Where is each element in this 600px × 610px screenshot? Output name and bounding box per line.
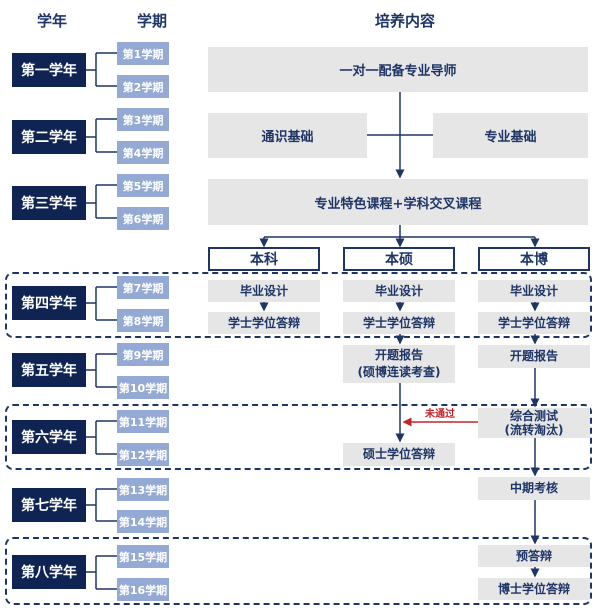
comprehensive-test-box: 综合测试 (流转淘汰) bbox=[478, 408, 590, 438]
bachelor-defense-box-2: 学士学位答辩 bbox=[343, 312, 455, 334]
midterm-box: 中期考核 bbox=[478, 477, 590, 500]
semester-11: 第11学期 bbox=[117, 410, 169, 433]
year8-group bbox=[5, 537, 592, 605]
track-bachelor-master: 本硕 bbox=[343, 247, 455, 271]
semester-5: 第5学期 bbox=[117, 174, 169, 197]
semester-7: 第7学期 bbox=[117, 276, 169, 299]
semester-16: 第16学期 bbox=[117, 578, 169, 601]
year6-group bbox=[5, 404, 592, 470]
comprehensive-note: (流转淘汰) bbox=[504, 423, 564, 437]
proposal-box-doctor: 开题报告 bbox=[478, 345, 590, 368]
header-content: 培养内容 bbox=[374, 11, 435, 30]
year-4: 第四学年 bbox=[12, 286, 86, 320]
major-basics-box: 专业基础 bbox=[433, 113, 588, 158]
bachelor-defense-box-1: 学士学位答辩 bbox=[208, 312, 320, 334]
year-3: 第三学年 bbox=[12, 186, 86, 220]
year-1: 第一学年 bbox=[12, 53, 86, 87]
mentor-box: 一对一配备专业导师 bbox=[208, 47, 588, 92]
semester-10: 第10学期 bbox=[117, 376, 169, 399]
master-defense-box: 硕士学位答辩 bbox=[343, 443, 455, 466]
thesis-box-doctor: 毕业设计 bbox=[478, 280, 590, 302]
semester-8: 第8学期 bbox=[117, 309, 169, 332]
year4-group bbox=[5, 272, 592, 338]
track-bachelor: 本科 bbox=[208, 247, 320, 271]
pre-defense-box: 预答辩 bbox=[478, 545, 590, 567]
semester-6: 第6学期 bbox=[117, 207, 169, 230]
proposal-label: 开题报告 bbox=[374, 348, 423, 362]
failed-label: 未通过 bbox=[425, 408, 455, 420]
year-8: 第八学年 bbox=[12, 555, 86, 589]
track-bachelor-doctor: 本博 bbox=[478, 247, 590, 271]
bachelor-defense-box-3: 学士学位答辩 bbox=[478, 312, 590, 334]
thesis-box-bachelor: 毕业设计 bbox=[208, 280, 320, 302]
thesis-box-master: 毕业设计 bbox=[343, 280, 455, 302]
comprehensive-label: 综合测试 bbox=[509, 409, 558, 423]
year-6: 第六学年 bbox=[12, 420, 86, 454]
semester-13: 第13学期 bbox=[117, 478, 169, 501]
proposal-note: (硕博连读考查) bbox=[357, 365, 441, 379]
semester-3: 第3学期 bbox=[117, 108, 169, 131]
year-5: 第五学年 bbox=[12, 353, 86, 387]
semester-1: 第1学期 bbox=[117, 42, 169, 65]
year-7: 第七学年 bbox=[12, 488, 86, 522]
year-2: 第二学年 bbox=[12, 120, 86, 154]
semester-15: 第15学期 bbox=[117, 545, 169, 568]
header-year: 学年 bbox=[36, 11, 67, 30]
courses-box: 专业特色课程+学科交叉课程 bbox=[208, 179, 588, 225]
doctor-defense-box: 博士学位答辩 bbox=[478, 578, 590, 600]
semester-14: 第14学期 bbox=[117, 510, 169, 533]
semester-9: 第9学期 bbox=[117, 343, 169, 366]
proposal-box-master: 开题报告 (硕博连读考查) bbox=[343, 345, 455, 383]
semester-12: 第12学期 bbox=[117, 443, 169, 466]
semester-2: 第2学期 bbox=[117, 75, 169, 98]
semester-4: 第4学期 bbox=[117, 141, 169, 164]
general-basics-box: 通识基础 bbox=[208, 113, 367, 158]
header-semester: 学期 bbox=[136, 11, 167, 30]
